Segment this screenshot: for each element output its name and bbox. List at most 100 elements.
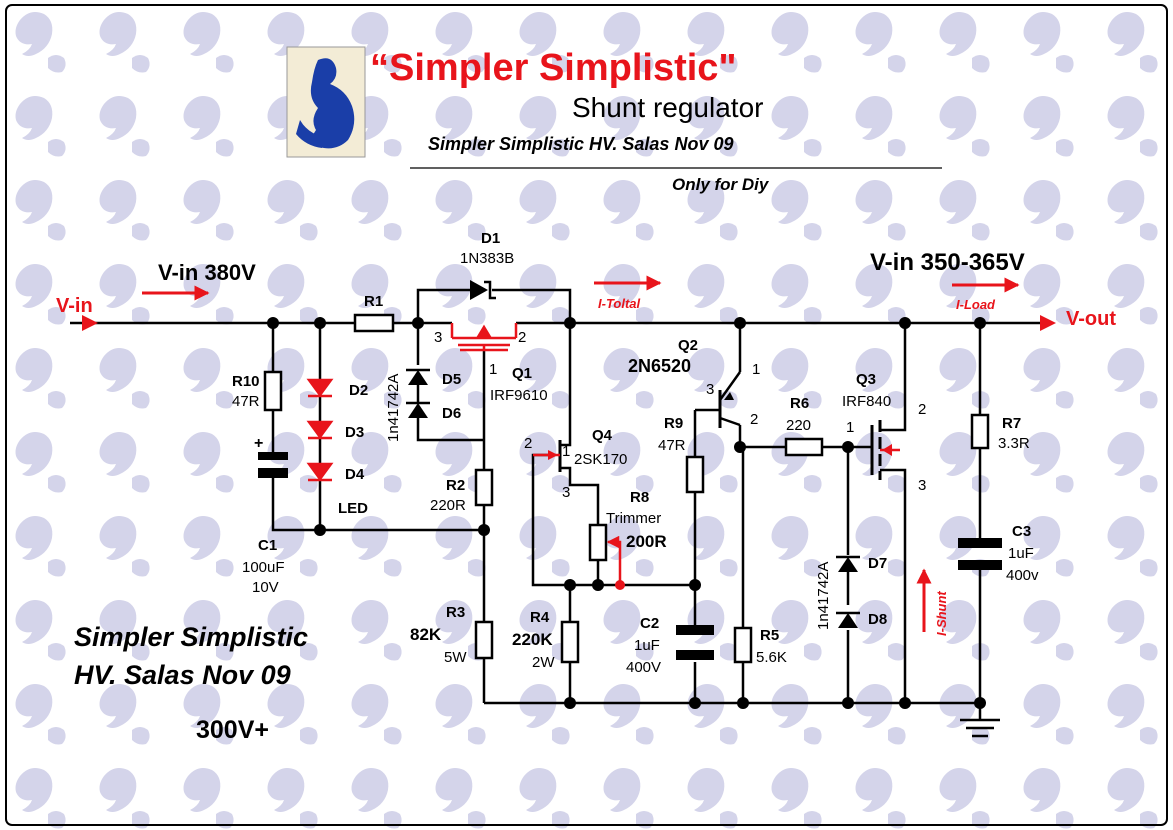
d4-ref: D4 bbox=[345, 466, 365, 483]
footer-line3: 300V+ bbox=[196, 716, 269, 744]
q2-pin1: 1 bbox=[752, 361, 760, 378]
r3-ref: R3 bbox=[446, 604, 465, 621]
r2-resistor bbox=[474, 468, 494, 507]
c3-voltage: 400v bbox=[1006, 567, 1039, 584]
r8-trimmer bbox=[588, 523, 622, 585]
r1-ref: R1 bbox=[364, 293, 383, 310]
d4-value: LED bbox=[338, 500, 368, 517]
r5-resistor bbox=[733, 626, 753, 664]
r1-resistor bbox=[353, 313, 395, 333]
q4-pin1: 1 bbox=[562, 443, 570, 460]
q2-pin2: 2 bbox=[750, 411, 758, 428]
q3-value: IRF840 bbox=[842, 393, 891, 410]
q3-pin2: 2 bbox=[918, 401, 926, 418]
r9-ref: R9 bbox=[664, 415, 683, 432]
vout-value-label: V-in 350-365V bbox=[870, 249, 1025, 276]
r2-ref: R2 bbox=[446, 477, 465, 494]
junction-dots bbox=[267, 317, 986, 709]
d5-ref: D5 bbox=[442, 371, 461, 388]
ground-symbol bbox=[960, 718, 1000, 738]
c3-value: 1uF bbox=[1008, 545, 1034, 562]
d5-d6-part: 1n41742A bbox=[385, 374, 402, 442]
q1-mosfet bbox=[450, 323, 518, 352]
d2-ref: D2 bbox=[349, 382, 368, 399]
q2-bjt bbox=[718, 371, 742, 428]
led-string bbox=[306, 378, 334, 482]
r10-ref: R10 bbox=[232, 373, 260, 390]
q3-ref: Q3 bbox=[856, 371, 876, 388]
q1-pin1: 1 bbox=[489, 361, 497, 378]
r8-value: 200R bbox=[626, 532, 667, 551]
q3-pin3: 3 bbox=[918, 477, 926, 494]
q4-value: 2SK170 bbox=[574, 451, 627, 468]
q2-value: 2N6520 bbox=[628, 356, 691, 376]
c2-value: 1uF bbox=[634, 637, 660, 654]
title-note: Only for Diy bbox=[672, 175, 770, 194]
d7-d8-zeners bbox=[836, 555, 860, 628]
q4-pin2: 2 bbox=[524, 435, 532, 452]
r8-type: Trimmer bbox=[606, 510, 661, 527]
q1-pin2: 2 bbox=[518, 329, 526, 346]
c2-capacitor bbox=[676, 625, 714, 660]
vin-value-label: V-in 380V bbox=[158, 260, 256, 285]
footer-line1: Simpler Simplistic bbox=[74, 622, 308, 652]
c1-value: 100uF bbox=[242, 559, 285, 576]
r8-ref: R8 bbox=[630, 489, 649, 506]
d7-d8-part: 1n41742A bbox=[815, 562, 832, 630]
q1-pin3: 3 bbox=[434, 329, 442, 346]
q4-jfet bbox=[533, 440, 572, 472]
r2-value: 220R bbox=[430, 497, 466, 514]
q1-value: IRF9610 bbox=[490, 387, 548, 404]
r9-resistor bbox=[685, 455, 705, 494]
title-main: “Simpler Simplistic" bbox=[370, 47, 736, 89]
page-border bbox=[5, 4, 1168, 826]
q2-pin3: 3 bbox=[706, 381, 714, 398]
d1-ref: D1 bbox=[481, 230, 500, 247]
wires bbox=[70, 288, 1045, 720]
r3-value: 82K bbox=[410, 625, 442, 644]
r10-value: 47R bbox=[232, 393, 260, 410]
title-byline: Simpler Simplistic HV. Salas Nov 09 bbox=[428, 134, 733, 154]
i-load-label: I-Load bbox=[956, 297, 996, 312]
i-total-label: I-Toltal bbox=[598, 296, 641, 311]
vin-arrow-icon bbox=[82, 315, 98, 331]
r10-resistor bbox=[263, 370, 283, 412]
r9-value: 47R bbox=[658, 437, 686, 454]
r4-ref: R4 bbox=[530, 609, 550, 626]
vout-arrow-icon bbox=[1040, 315, 1056, 331]
r4-power: 2W bbox=[532, 654, 555, 671]
r6-resistor bbox=[784, 437, 824, 457]
q4-ref: Q4 bbox=[592, 427, 613, 444]
title-sub: Shunt regulator bbox=[572, 92, 763, 123]
d3-ref: D3 bbox=[345, 424, 364, 441]
r7-value: 3.3R bbox=[998, 435, 1030, 452]
vout-label: V-out bbox=[1066, 308, 1116, 330]
c2-ref: C2 bbox=[640, 615, 659, 632]
r4-resistor bbox=[560, 620, 580, 664]
r3-power: 5W bbox=[444, 649, 467, 666]
r4-value: 220K bbox=[512, 630, 553, 649]
c1-polarity: + bbox=[254, 435, 263, 452]
footer-line2: HV. Salas Nov 09 bbox=[74, 660, 291, 690]
r5-ref: R5 bbox=[760, 627, 779, 644]
r5-value: 5.6K bbox=[756, 649, 787, 666]
c1-voltage: 10V bbox=[252, 579, 279, 596]
logo-image bbox=[286, 46, 366, 158]
q3-mosfet bbox=[870, 420, 907, 480]
vin-label: V-in bbox=[56, 295, 93, 317]
c2-voltage: 400V bbox=[626, 659, 661, 676]
c3-ref: C3 bbox=[1012, 523, 1031, 540]
q2-ref: Q2 bbox=[678, 337, 698, 354]
q3-pin1: 1 bbox=[846, 419, 854, 436]
r6-ref: R6 bbox=[790, 395, 809, 412]
q1-ref: Q1 bbox=[512, 365, 532, 382]
i-shunt-label: I-Shunt bbox=[934, 591, 949, 636]
c1-ref: C1 bbox=[258, 537, 277, 554]
r6-value: 220 bbox=[786, 417, 811, 434]
d5-d6-zeners bbox=[406, 368, 430, 425]
d6-ref: D6 bbox=[442, 405, 461, 422]
d1-zener-diode bbox=[470, 280, 496, 300]
